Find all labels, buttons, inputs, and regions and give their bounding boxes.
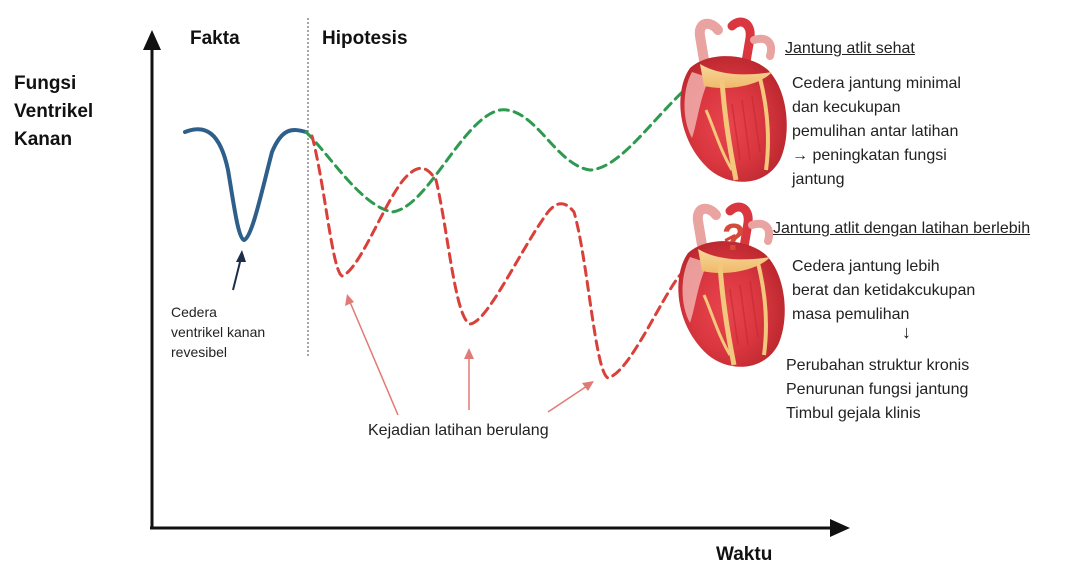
event-arrows — [345, 294, 594, 415]
healthy-title: Jantung atlit sehat — [785, 40, 915, 58]
overtrained-line-5: Penurunan fungsi jantung — [786, 378, 969, 402]
y-axis-label-line-2: Ventrikel — [14, 98, 93, 126]
fact-note-line-2: ventrikel kanan — [171, 322, 265, 342]
healthy-curve — [306, 70, 708, 212]
healthy-description: Cedera jantung minimal dan kecukupan pem… — [792, 72, 961, 192]
healthy-line-1: Cedera jantung minimal — [792, 72, 961, 96]
healthy-line-3: pemulihan antar latihan — [792, 120, 961, 144]
overtrained-description-bottom: Perubahan struktur kronis Penurunan fung… — [786, 354, 969, 426]
fact-note-arrow — [233, 250, 246, 290]
overtrained-curve — [312, 136, 742, 378]
healthy-line-5: jantung — [792, 168, 961, 192]
overtrained-line-4: Perubahan struktur kronis — [786, 354, 969, 378]
x-axis-arrowhead — [830, 519, 850, 537]
x-axis-label: Waktu — [716, 544, 772, 566]
fact-note-line-1: Cedera — [171, 302, 265, 322]
overtrained-description-top: Cedera jantung lebih berat dan ketidakcu… — [792, 255, 975, 327]
down-arrow-icon: ↓ — [902, 322, 911, 343]
healthy-line-2: dan kecukupan — [792, 96, 961, 120]
healthy-heart-illustration — [680, 22, 786, 182]
header-fakta: Fakta — [190, 28, 240, 50]
y-axis-label-line-3: Kanan — [14, 126, 93, 154]
healthy-line-4: → peningkatan fungsi — [792, 144, 961, 168]
y-axis-arrowhead — [143, 30, 161, 50]
question-mark-icon: ? — [722, 217, 745, 259]
overtrained-line-6: Timbul gejala klinis — [786, 402, 969, 426]
y-axis-label-line-1: Fungsi — [14, 70, 93, 98]
event-arrow-1 — [350, 302, 398, 415]
events-label: Kejadian latihan berulang — [368, 422, 549, 440]
overtrained-line-2: berat dan ketidakcukupan — [792, 279, 975, 303]
event-arrow-3 — [548, 386, 587, 412]
header-hipotesis: Hipotesis — [322, 28, 408, 50]
fact-curve — [185, 129, 306, 240]
overtrained-line-1: Cedera jantung lebih — [792, 255, 975, 279]
overtrained-line-3: masa pemulihan — [792, 303, 975, 327]
y-axis-label: Fungsi Ventrikel Kanan — [14, 70, 93, 154]
fact-note: Cedera ventrikel kanan revesibel — [171, 302, 265, 362]
overtrained-title: Jantung atlit dengan latihan berlebih — [773, 220, 1030, 238]
fact-note-line-3: revesibel — [171, 342, 265, 362]
